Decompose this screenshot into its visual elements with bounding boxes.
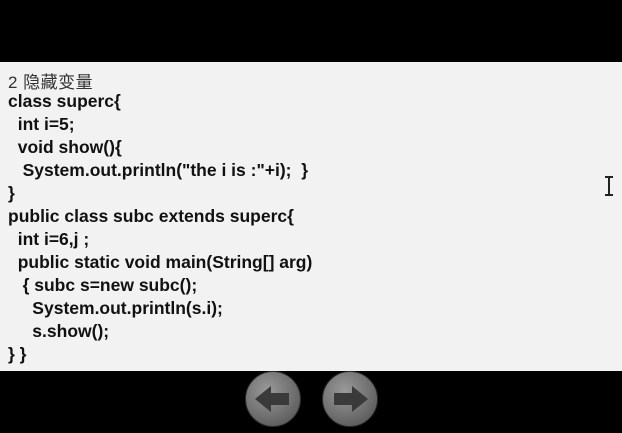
- code-line: System.out.println(s.i);: [8, 298, 223, 318]
- bottom-nav-bar: [0, 371, 622, 433]
- next-slide-button[interactable]: [322, 371, 378, 427]
- arrow-right-icon: [334, 386, 368, 412]
- code-line: class superc{: [8, 91, 121, 111]
- previous-slide-button[interactable]: [245, 371, 301, 427]
- top-black-bar: [0, 0, 622, 62]
- code-line: void show(){: [8, 137, 122, 157]
- arrow-left-icon: [255, 386, 289, 412]
- text-cursor-icon: [604, 175, 614, 197]
- code-line: }: [8, 183, 15, 203]
- code-block: class superc{ int i=5; void show(){ Syst…: [8, 90, 312, 366]
- code-line: s.show();: [8, 321, 110, 341]
- slide-heading: 2 隐藏变量: [8, 73, 94, 92]
- code-line: public static void main(String[] arg): [8, 252, 313, 272]
- code-line: System.out.println("the i is :"+i); }: [8, 160, 309, 180]
- code-line: int i=5;: [8, 114, 75, 134]
- code-line: public class subc extends superc{: [8, 206, 294, 226]
- code-line: { subc s=new subc();: [8, 275, 198, 295]
- slide-content: 2 隐藏变量 class superc{ int i=5; void show(…: [0, 62, 622, 371]
- code-line: } }: [8, 344, 27, 364]
- code-line: int i=6,j ;: [8, 229, 90, 249]
